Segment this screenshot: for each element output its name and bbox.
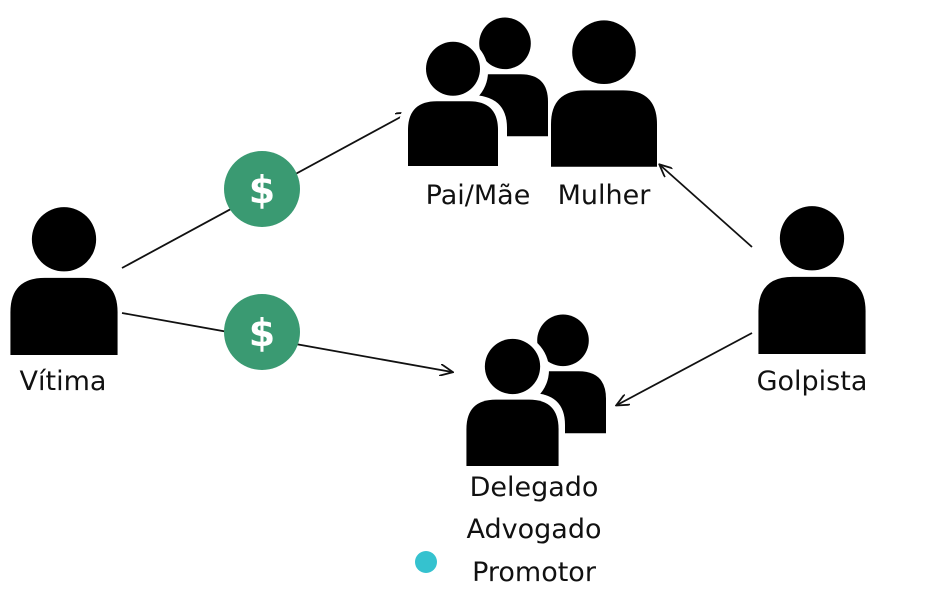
arrow-golpista-to-mulher xyxy=(660,165,753,248)
dollar-symbol: $ xyxy=(249,311,275,355)
label-vitima: Vítima xyxy=(19,366,107,397)
label-advogado: Advogado xyxy=(466,514,602,545)
arrow-golpista-to-autoridades xyxy=(617,332,753,405)
payment-badge-autoridades: $ xyxy=(224,294,300,370)
label-golpista: Golpista xyxy=(756,366,868,397)
person-icon-golpista xyxy=(758,206,866,354)
label-delegado: Delegado xyxy=(469,472,599,503)
person-icon-mulher xyxy=(551,20,657,167)
label-promotor: Promotor xyxy=(472,557,596,588)
person-icon-vitima xyxy=(10,207,118,355)
dollar-icon xyxy=(224,151,300,227)
person-icon-pais-front xyxy=(399,36,507,166)
person-icon-autoridades-front xyxy=(458,333,565,466)
label-pais: Pai/Mãe xyxy=(425,180,531,211)
label-mulher: Mulher xyxy=(557,180,651,211)
dollar-icon xyxy=(224,294,300,370)
dollar-symbol: $ xyxy=(249,168,275,212)
payment-badge-pais: $ xyxy=(224,151,300,227)
decorative-dot xyxy=(415,551,437,573)
